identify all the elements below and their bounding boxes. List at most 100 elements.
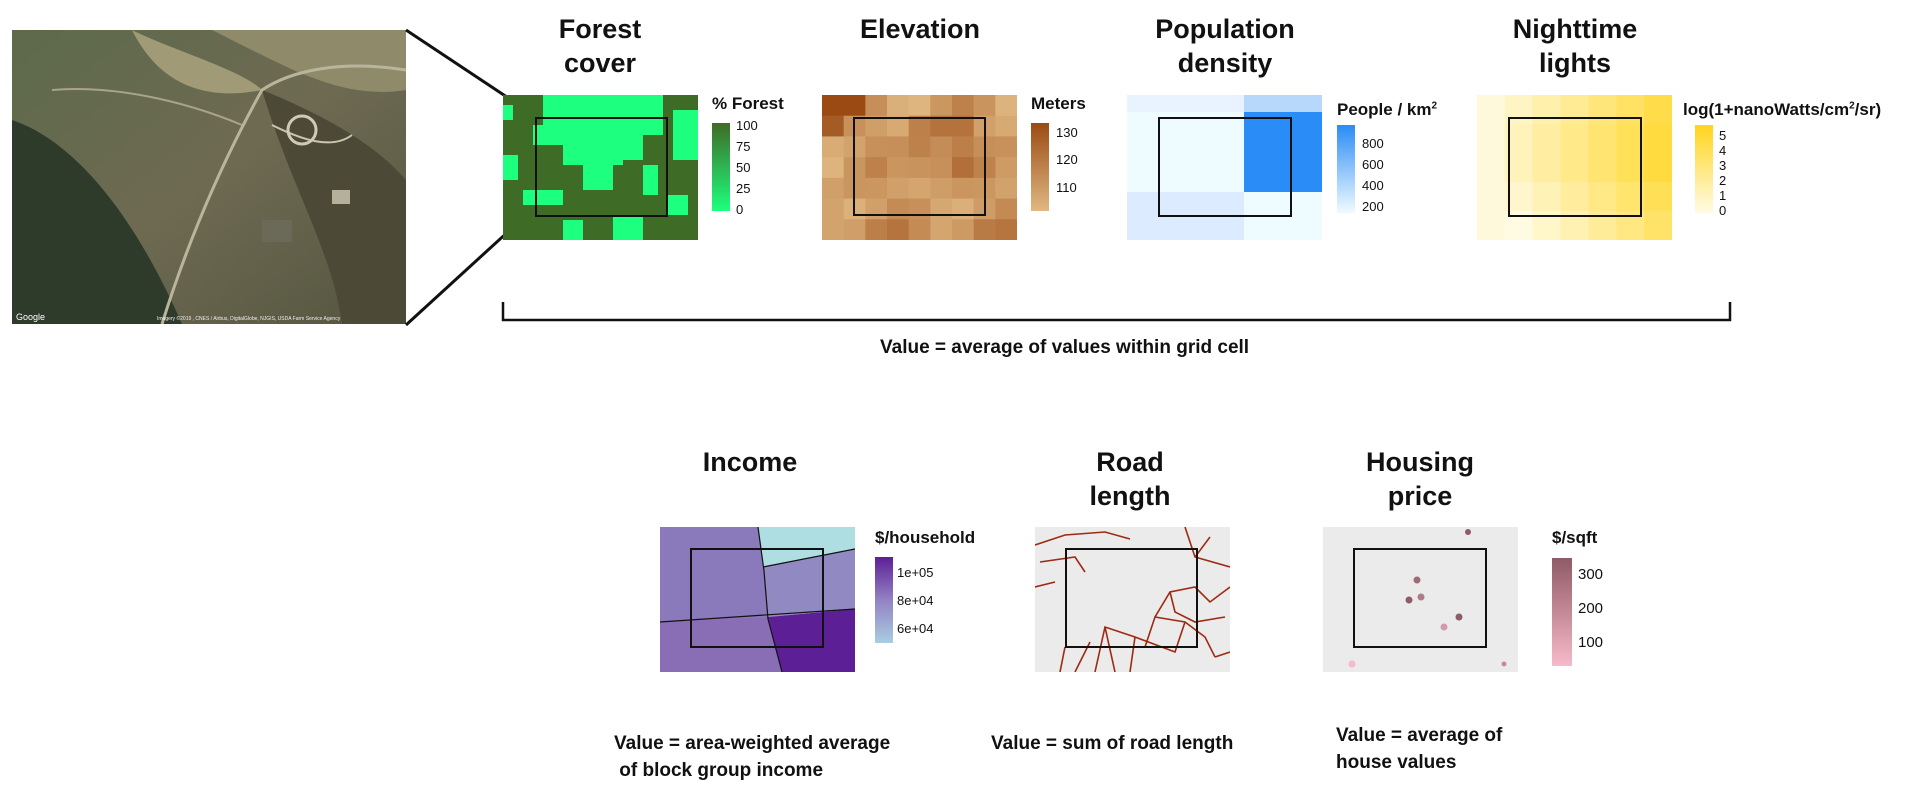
- raster-cell: [1477, 182, 1506, 212]
- raster-cell: [1477, 211, 1506, 240]
- housing-caption: Value = average of house values: [1336, 722, 1502, 776]
- lights-tick: 0: [1719, 203, 1727, 218]
- population-tick: 800: [1362, 136, 1384, 151]
- raster-cell: [1560, 182, 1589, 212]
- forest-tick: 100: [736, 118, 758, 133]
- raster-cell: [1616, 95, 1645, 125]
- raster-cell: [1532, 153, 1562, 183]
- roads-caption: Value = sum of road length: [991, 733, 1234, 754]
- roads-map: [1035, 527, 1230, 672]
- raster-cell: [1560, 124, 1589, 154]
- income-title: Income: [660, 445, 840, 479]
- housing-tick: 200: [1578, 600, 1604, 617]
- raster-cell: [1644, 95, 1672, 125]
- raster-cell: [952, 95, 975, 117]
- lights-colorbar: [1695, 125, 1713, 213]
- raster-cell: [930, 157, 953, 179]
- raster-cell: [887, 177, 910, 200]
- raster-cell: [887, 95, 910, 117]
- satellite-image: Google Imagery ©2019 , CNES / Airbus, Di…: [12, 30, 406, 324]
- raster-cell: [865, 219, 888, 240]
- roads-grid-cell: [1065, 548, 1198, 648]
- population-tick: 600: [1362, 157, 1384, 172]
- raster-cell: [952, 157, 975, 179]
- raster-cell: [995, 157, 1017, 179]
- raster-cell: [822, 219, 845, 240]
- population-title: Population density: [1125, 12, 1325, 80]
- raster-cell: [1477, 95, 1506, 125]
- imagery-credit: Imagery ©2019 , CNES / Airbus, DigitalGl…: [157, 316, 341, 322]
- forest-tick: 75: [736, 139, 751, 154]
- population-title-line1: Population: [1155, 14, 1295, 44]
- forest-legend-title: % Forest: [712, 94, 784, 113]
- raster-cell: [908, 95, 931, 117]
- income-title-line1: Income: [702, 447, 798, 477]
- raster-cell: [865, 136, 888, 158]
- population-unit-exp: 2: [1431, 100, 1438, 112]
- lights-raster: [1477, 95, 1672, 240]
- elevation-tick: 110: [1056, 180, 1077, 195]
- forest-patches: [503, 95, 698, 240]
- raster-cell: [995, 198, 1017, 220]
- housing-title-line2: price: [1387, 481, 1453, 511]
- raster-cell: [1616, 153, 1645, 183]
- roads-title-line1: Road: [1096, 447, 1164, 477]
- housing-title: Housing price: [1340, 445, 1500, 513]
- population-raster: [1127, 95, 1322, 240]
- raster-cell: [887, 219, 910, 240]
- income-colorbar: [875, 557, 893, 643]
- raster-cell: [887, 115, 910, 137]
- raster-cell: [908, 177, 931, 200]
- population-tick: 400: [1362, 178, 1384, 193]
- raster-cell: [1588, 153, 1617, 183]
- raster-cell: [865, 95, 888, 117]
- top-caption: Value = average of values within grid ce…: [880, 337, 1250, 358]
- lights-unit-exp: 2: [1849, 100, 1855, 112]
- raster-cell: [930, 177, 953, 200]
- raster-cell: [952, 177, 975, 200]
- house-point: [1455, 613, 1463, 621]
- elevation-colorbar: [1031, 123, 1049, 211]
- income-tick: 6e+04: [897, 621, 934, 636]
- housing-tick: 300: [1578, 566, 1604, 583]
- raster-cell: [930, 219, 953, 240]
- raster-cell: [822, 198, 845, 220]
- raster-cell: [1616, 124, 1645, 154]
- raster-cell: [973, 95, 996, 117]
- population-unit: People / km: [1337, 100, 1432, 119]
- raster-cell: [865, 115, 888, 137]
- raster-cell: [1560, 95, 1589, 125]
- raster-cell: [1532, 124, 1562, 154]
- income-grid-cell: [690, 548, 824, 648]
- raster-cell: [887, 157, 910, 179]
- population-grid-cell: [1158, 117, 1292, 217]
- raster-cell: [952, 115, 975, 137]
- forest-title-line2: cover: [563, 48, 637, 78]
- raster-cell: [1616, 182, 1645, 212]
- population-legend-title: People / km2: [1337, 100, 1437, 120]
- raster-cell: [1477, 153, 1506, 183]
- raster-cell: [995, 95, 1017, 117]
- elevation-title: Elevation: [830, 12, 1010, 46]
- raster-cell: [908, 115, 931, 137]
- income-block-groups: [660, 527, 855, 672]
- top-bracket: [501, 302, 1732, 322]
- population-title-line2: density: [1177, 48, 1273, 78]
- raster-cell: [952, 136, 975, 158]
- raster-cell: [843, 219, 866, 240]
- raster-cell: [843, 95, 866, 117]
- raster-cell: [822, 95, 845, 117]
- raster-cell: [822, 177, 845, 200]
- income-tick: 1e+05: [897, 565, 934, 580]
- lights-unit-a: log(1+nanoWatts/cm: [1683, 100, 1850, 119]
- elevation-tick: 130: [1056, 125, 1078, 140]
- satellite-imagery: [12, 30, 406, 324]
- forest-title-line1: Forest: [558, 14, 642, 44]
- raster-cell: [908, 219, 931, 240]
- raster-cell: [1477, 124, 1506, 154]
- raster-cell: [930, 115, 953, 137]
- population-colorbar: [1337, 125, 1355, 213]
- housing-caption-line2: house values: [1336, 752, 1457, 773]
- raster-cell: [995, 219, 1017, 240]
- lights-tick: 4: [1719, 143, 1727, 158]
